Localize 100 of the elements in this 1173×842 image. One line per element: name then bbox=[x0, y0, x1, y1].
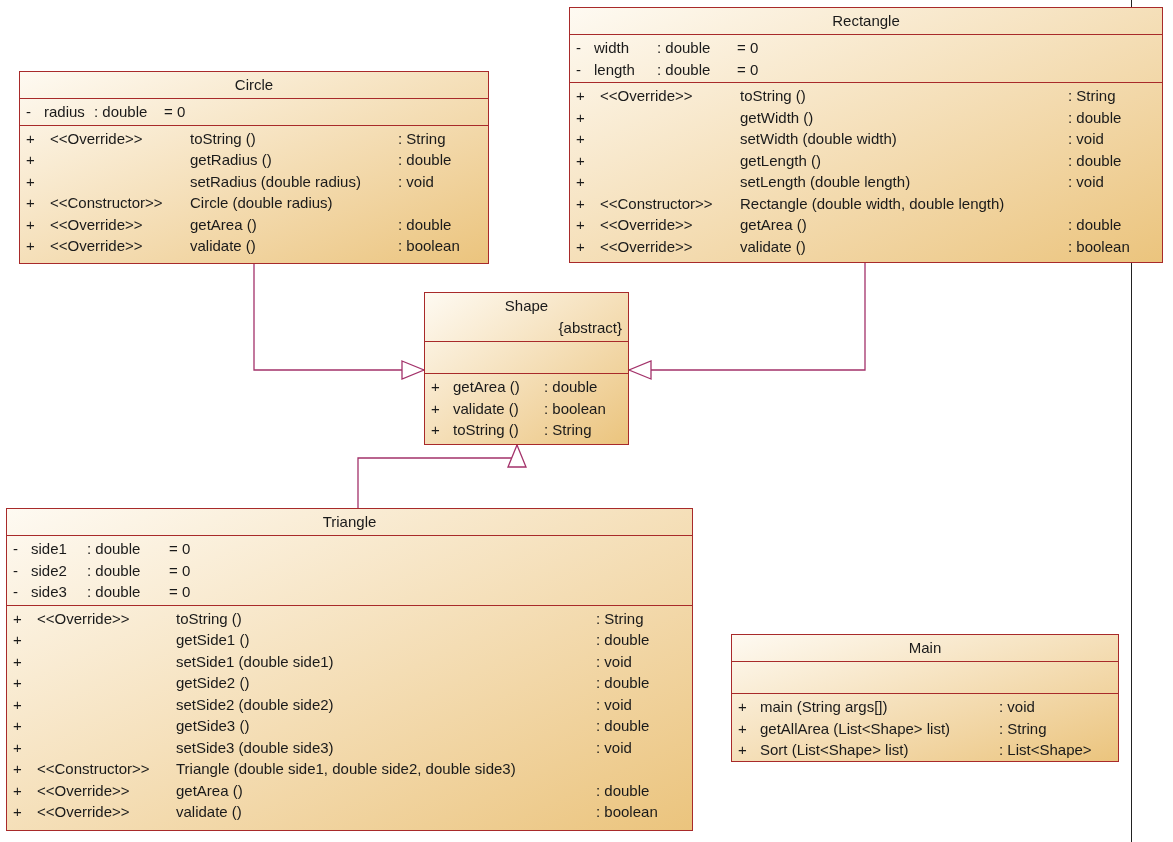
method-name: getSide2 () bbox=[176, 673, 251, 693]
initial-value: = 0 bbox=[737, 38, 760, 58]
visibility-symbol: - bbox=[13, 560, 19, 581]
visibility-symbol: + bbox=[576, 193, 586, 214]
method-name: getSide1 () bbox=[176, 630, 251, 650]
type-label: : double bbox=[398, 150, 453, 170]
type-label: : void bbox=[596, 737, 633, 758]
visibility-symbol: + bbox=[738, 718, 748, 739]
type-label: : String bbox=[999, 718, 1048, 739]
visibility-symbol: + bbox=[13, 608, 23, 629]
attribute-name: radius bbox=[44, 102, 86, 122]
type-label: : void bbox=[1068, 172, 1105, 192]
stereotype-label: <<Override>> bbox=[50, 214, 144, 235]
visibility-symbol: - bbox=[13, 582, 19, 602]
type-label: : double bbox=[596, 716, 651, 736]
method-name: getArea () bbox=[453, 377, 521, 397]
initial-value: = 0 bbox=[164, 102, 187, 122]
type-label: : double bbox=[94, 102, 149, 122]
visibility-symbol: + bbox=[26, 128, 36, 149]
method-name: setRadius (double radius) bbox=[190, 171, 362, 192]
initial-value: = 0 bbox=[169, 539, 192, 559]
stereotype-label: <<Override>> bbox=[37, 802, 131, 822]
initial-value: = 0 bbox=[737, 59, 760, 80]
stereotype-label: <<Override>> bbox=[50, 128, 144, 149]
generalization-arrow bbox=[628, 262, 866, 380]
stereotype-label: <<Override>> bbox=[37, 780, 131, 801]
visibility-symbol: + bbox=[26, 214, 36, 235]
type-label: : double bbox=[87, 582, 142, 602]
type-label: : double bbox=[87, 539, 142, 559]
stereotype-label: <<Override>> bbox=[600, 236, 694, 257]
method-name: toString () bbox=[740, 86, 807, 106]
attribute-name: side3 bbox=[31, 582, 68, 602]
class-box bbox=[424, 292, 629, 445]
class-box bbox=[19, 71, 489, 264]
stereotype-label: <<Constructor>> bbox=[37, 759, 151, 779]
attribute-name: length bbox=[594, 59, 636, 80]
method-name: toString () bbox=[453, 420, 520, 440]
visibility-symbol: + bbox=[576, 86, 586, 106]
method-name: main (String args[]) bbox=[760, 697, 889, 717]
visibility-symbol: + bbox=[13, 651, 23, 672]
class-modifier: {abstract} bbox=[558, 318, 622, 338]
type-label: : String bbox=[1068, 86, 1117, 106]
visibility-symbol: + bbox=[738, 697, 748, 717]
method-name: getLength () bbox=[740, 150, 822, 171]
visibility-symbol: + bbox=[576, 172, 586, 192]
visibility-symbol: + bbox=[576, 107, 586, 128]
type-label: : String bbox=[544, 420, 593, 440]
generalization-arrow bbox=[357, 444, 527, 509]
stereotype-label: <<Override>> bbox=[600, 86, 694, 106]
method-name: getArea () bbox=[176, 780, 244, 801]
visibility-symbol: + bbox=[26, 171, 36, 192]
visibility-symbol: + bbox=[431, 420, 441, 440]
visibility-symbol: + bbox=[431, 377, 441, 397]
type-label: : void bbox=[596, 694, 633, 715]
type-label: : String bbox=[596, 608, 645, 629]
method-name: validate () bbox=[190, 236, 257, 256]
visibility-symbol: + bbox=[26, 236, 36, 256]
type-label: : double bbox=[87, 560, 142, 581]
type-label: : double bbox=[596, 630, 651, 650]
method-name: setSide2 (double side2) bbox=[176, 694, 335, 715]
type-label: : String bbox=[398, 128, 447, 149]
attribute-name: side1 bbox=[31, 539, 68, 559]
visibility-symbol: + bbox=[13, 780, 23, 801]
method-name: validate () bbox=[740, 236, 807, 257]
method-name: toString () bbox=[190, 128, 257, 149]
type-label: : double bbox=[1068, 150, 1123, 171]
type-label: : double bbox=[596, 780, 651, 801]
method-name: toString () bbox=[176, 608, 243, 629]
visibility-symbol: + bbox=[13, 737, 23, 758]
generalization-arrow bbox=[253, 263, 425, 380]
stereotype-label: <<Override>> bbox=[37, 608, 131, 629]
stereotype-label: <<Override>> bbox=[600, 215, 694, 235]
attribute-name: width bbox=[594, 38, 631, 58]
method-name: setLength (double length) bbox=[740, 172, 912, 192]
type-label: : double bbox=[544, 377, 599, 397]
type-label: : double bbox=[596, 673, 651, 693]
visibility-symbol: + bbox=[576, 129, 586, 149]
stereotype-label: <<Constructor>> bbox=[600, 193, 714, 214]
visibility-symbol: - bbox=[576, 38, 582, 58]
visibility-symbol: + bbox=[13, 694, 23, 715]
method-name: Circle (double radius) bbox=[190, 193, 334, 213]
type-label: : void bbox=[999, 697, 1036, 717]
type-label: : boolean bbox=[596, 802, 659, 822]
class-name: Triangle bbox=[322, 512, 377, 532]
stereotype-label: <<Constructor>> bbox=[50, 193, 164, 213]
type-label: : double bbox=[657, 59, 712, 80]
type-label: : double bbox=[1068, 215, 1123, 235]
method-name: getSide3 () bbox=[176, 716, 251, 736]
initial-value: = 0 bbox=[169, 582, 192, 602]
visibility-symbol: - bbox=[26, 102, 32, 122]
visibility-symbol: + bbox=[576, 150, 586, 171]
visibility-symbol: + bbox=[576, 215, 586, 235]
class-box bbox=[731, 634, 1119, 762]
class-name: Main bbox=[908, 638, 942, 658]
type-label: : double bbox=[657, 38, 712, 58]
visibility-symbol: + bbox=[738, 740, 748, 760]
visibility-symbol: + bbox=[13, 673, 23, 693]
type-label: : void bbox=[596, 651, 633, 672]
method-name: Rectangle (double width, double length) bbox=[740, 193, 1006, 214]
class-name: Shape bbox=[504, 296, 549, 316]
